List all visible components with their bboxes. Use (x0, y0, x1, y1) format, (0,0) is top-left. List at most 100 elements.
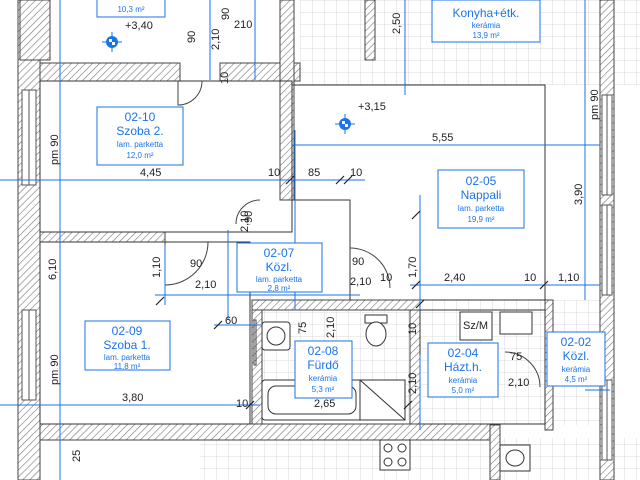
dimension: 10 (407, 323, 419, 335)
dimension: 4,45 (140, 167, 161, 179)
room-material: kerámia (472, 21, 501, 30)
room-label-boxes (84, 0, 606, 399)
dimension: 75 (297, 322, 309, 334)
dimension: 2,10 (195, 279, 216, 291)
dimension: 90 (352, 256, 364, 268)
dimension-ticks (155, 175, 549, 410)
wall-bath-top (251, 299, 421, 311)
level-marker-icon (335, 114, 355, 134)
dimension: pm 90 (49, 134, 61, 165)
wall-bath-right (409, 299, 421, 425)
dimension: 10 (524, 272, 536, 284)
room-material: lam. parketta (117, 140, 164, 149)
room-area: 2,8 m² (268, 284, 291, 293)
room-id: 02-02 (561, 335, 592, 349)
room-area: 5,3 m² (312, 385, 335, 394)
room-area: 10,3 m² (117, 5, 144, 14)
dimension: pm 90 (49, 354, 61, 385)
room-area: 5,0 m² (452, 386, 475, 395)
dimension: 2,10 (350, 276, 371, 288)
stove (379, 439, 411, 471)
annotation-lines (0, 0, 610, 480)
room-material: lam. parketta (256, 275, 303, 284)
dimension: 2,10 (325, 317, 337, 338)
dimension-labels: 4,45 5,55 3,80 2,40 2,65 1,10 2,10 2,10 … (47, 8, 601, 462)
room-id: 02-09 (112, 324, 143, 338)
dimension: 2,10 (239, 211, 251, 232)
kitchen-sink (499, 311, 533, 335)
wall-upper-left (19, 0, 51, 61)
room-name: Nappali (461, 188, 502, 202)
dimension: 5,55 (432, 132, 453, 144)
room-material: kerámia (562, 365, 591, 374)
wall-lower-right (489, 424, 501, 480)
dimension: 25 (71, 450, 83, 462)
wall-top-left (39, 62, 181, 82)
fixture-label: Sz/M (463, 320, 488, 332)
dimension: 10 (350, 167, 362, 179)
dimension: 2,40 (444, 272, 465, 284)
outer-wall-left (17, 0, 41, 480)
room-labels: 02-10 Szoba 2. lam. parketta 12,0 m² 02-… (103, 5, 591, 395)
bathroom-fixtures (261, 311, 533, 472)
washing-machine (459, 311, 493, 341)
room-id: 02-08 (308, 344, 339, 358)
room-area: 4,5 m² (565, 375, 588, 384)
dimension: 2,10 (407, 373, 419, 394)
dimension: 60 (225, 315, 237, 327)
level-markers: +3,40 +3,15 (102, 20, 386, 134)
room-id: 02-05 (466, 174, 497, 188)
room-name: Konyha+étk. (452, 6, 519, 20)
dimension: 90 (186, 31, 198, 43)
room-material: kerámia (449, 376, 478, 385)
wall-room-divider-1 (39, 231, 166, 243)
level-label: +3,40 (125, 20, 153, 32)
dimension: 90 (220, 8, 232, 20)
dimension: pm 90 (589, 89, 601, 120)
dimension: 10 (236, 398, 248, 410)
room-area: 11,8 m² (114, 362, 141, 371)
dimension: 10 (219, 72, 231, 84)
dimension: 3,80 (122, 392, 143, 404)
dimension: 10 (380, 272, 392, 284)
room-name: Fürdő (307, 358, 339, 372)
dimension: 210 (234, 19, 252, 31)
level-marker-icon (102, 32, 122, 52)
room-material: lam. parketta (458, 204, 505, 213)
doors (164, 80, 541, 388)
dimension: 1,70 (407, 257, 419, 278)
dimension: 1,10 (151, 257, 163, 278)
room-name: Házt.h. (444, 360, 482, 374)
room-material: lam. parketta (104, 353, 151, 362)
room-area: 19,9 m² (467, 215, 494, 224)
dimension: 10 (268, 167, 280, 179)
wall-bottom (39, 423, 501, 441)
room-id: 02-10 (125, 110, 156, 124)
toilet-bowl (365, 321, 387, 347)
room-id: 02-07 (264, 246, 295, 260)
dimension: 75 (510, 351, 522, 363)
room-name: Közl. (266, 260, 293, 274)
wall-kitchen-left (364, 0, 376, 61)
room-area: 13,9 m² (472, 31, 499, 40)
dimension: 85 (308, 167, 320, 179)
dimension: 3,90 (573, 184, 585, 205)
room-name: Közl. (563, 349, 590, 363)
room-area: 12,0 m² (126, 151, 153, 160)
windows (21, 89, 613, 461)
room-name: Szoba 1. (103, 338, 150, 352)
dimension: 90 (243, 211, 255, 223)
room-outlines (39, 80, 546, 425)
dimension: 90 (190, 258, 202, 270)
room-id: 02-04 (448, 346, 479, 360)
room-material: kerámia (309, 374, 338, 383)
dimension: 2,65 (314, 398, 335, 410)
dimension: 2,50 (391, 13, 403, 34)
dimension: 2,10 (210, 29, 222, 50)
dimension: 1,10 (558, 272, 579, 284)
dimension: 2,10 (508, 377, 529, 389)
level-label: +3,15 (358, 101, 386, 113)
wall-vertical-mid (279, 0, 295, 201)
dimension: 6,10 (47, 259, 59, 280)
